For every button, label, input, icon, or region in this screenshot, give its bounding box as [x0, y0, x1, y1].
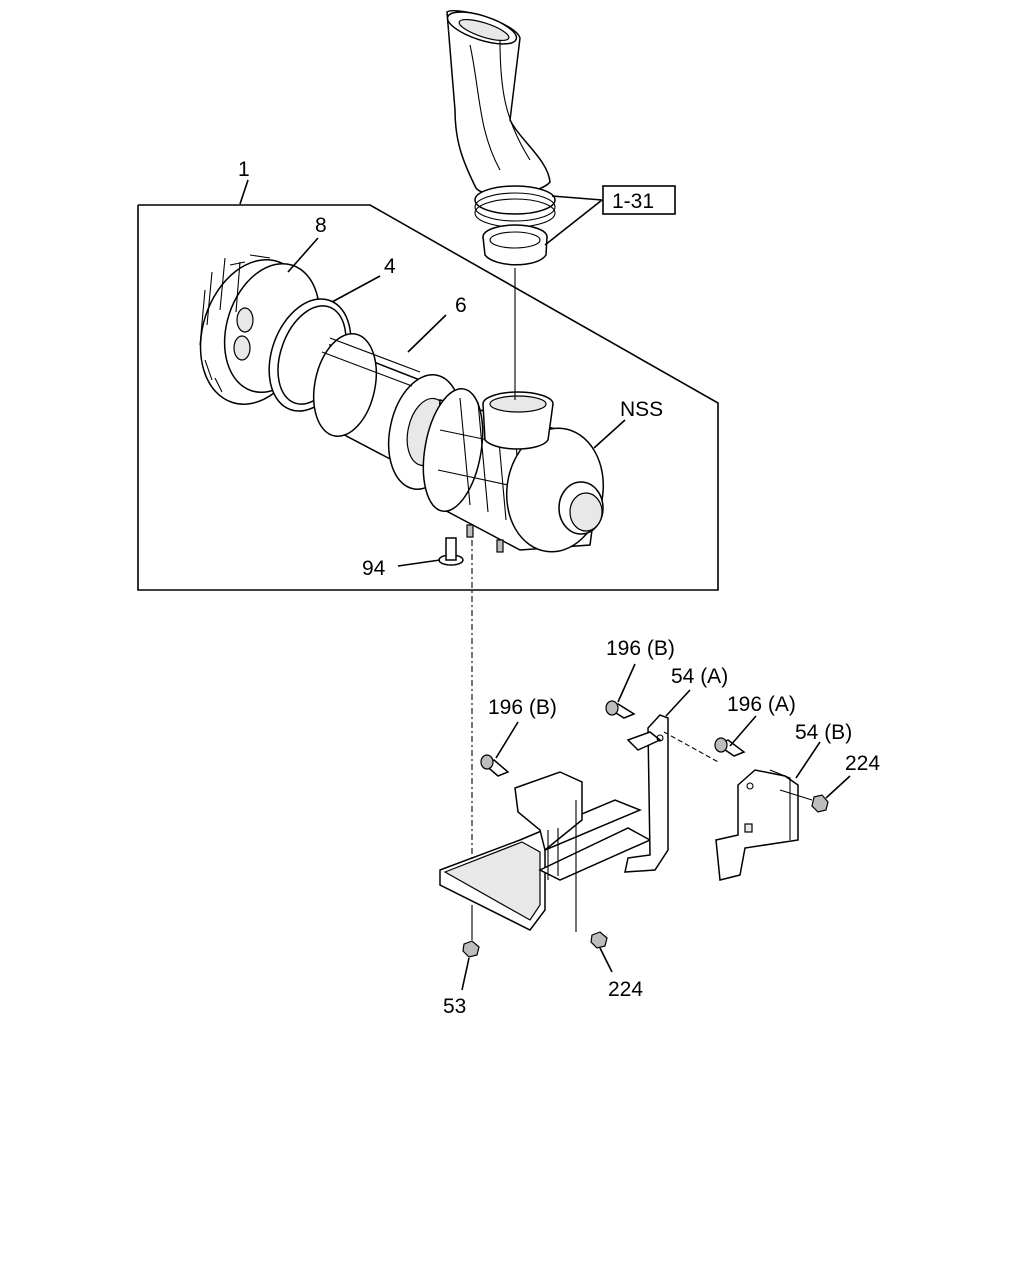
mounting-stud [438, 537, 464, 566]
leader-lines [239, 179, 851, 991]
callout-hose-ref: 1-31 [612, 190, 654, 213]
callout-nut-right: 224 [845, 752, 880, 775]
housing-studs [466, 524, 504, 553]
callout-bracket-a: 54 (A) [671, 665, 728, 688]
callout-bolt-mid: 196 (B) [488, 696, 557, 719]
callout-cap: 8 [315, 214, 327, 237]
bolt-196b-mid [480, 754, 510, 777]
assembly-outline [137, 204, 719, 591]
callout-assembly: 1 [238, 158, 250, 181]
callout-stud: 94 [362, 557, 386, 580]
callout-nut-bottom: 224 [608, 978, 643, 1001]
hose-clamp-upper [474, 185, 556, 228]
nut-53 [462, 940, 480, 958]
alignment-lines [471, 268, 813, 940]
hose-clamp-lower [482, 224, 548, 266]
callout-element: 6 [455, 294, 467, 317]
intake-hose [446, 10, 551, 196]
callout-bolt-a: 196 (A) [727, 693, 796, 716]
callout-nut-left: 53 [443, 995, 466, 1018]
mounting-base-bracket [439, 771, 652, 931]
bracket-54a [624, 714, 669, 873]
bolt-196a [714, 737, 746, 757]
callout-labels: 1 8 4 6 NSS 1-31 94 196 (B) 54 (A) 196 (… [238, 158, 880, 1018]
bolt-196b-top [605, 700, 636, 719]
hose-ref-box [602, 185, 676, 215]
callout-bolt-top: 196 (B) [606, 637, 675, 660]
callout-gasket: 4 [384, 255, 396, 278]
nut-224-right [811, 794, 829, 813]
callout-bracket-b: 54 (B) [795, 721, 852, 744]
filter-cap [199, 254, 321, 405]
nut-224-bottom [590, 931, 608, 949]
callout-housing: NSS [620, 398, 663, 421]
bracket-54b [715, 769, 799, 881]
filter-housing [422, 387, 605, 553]
